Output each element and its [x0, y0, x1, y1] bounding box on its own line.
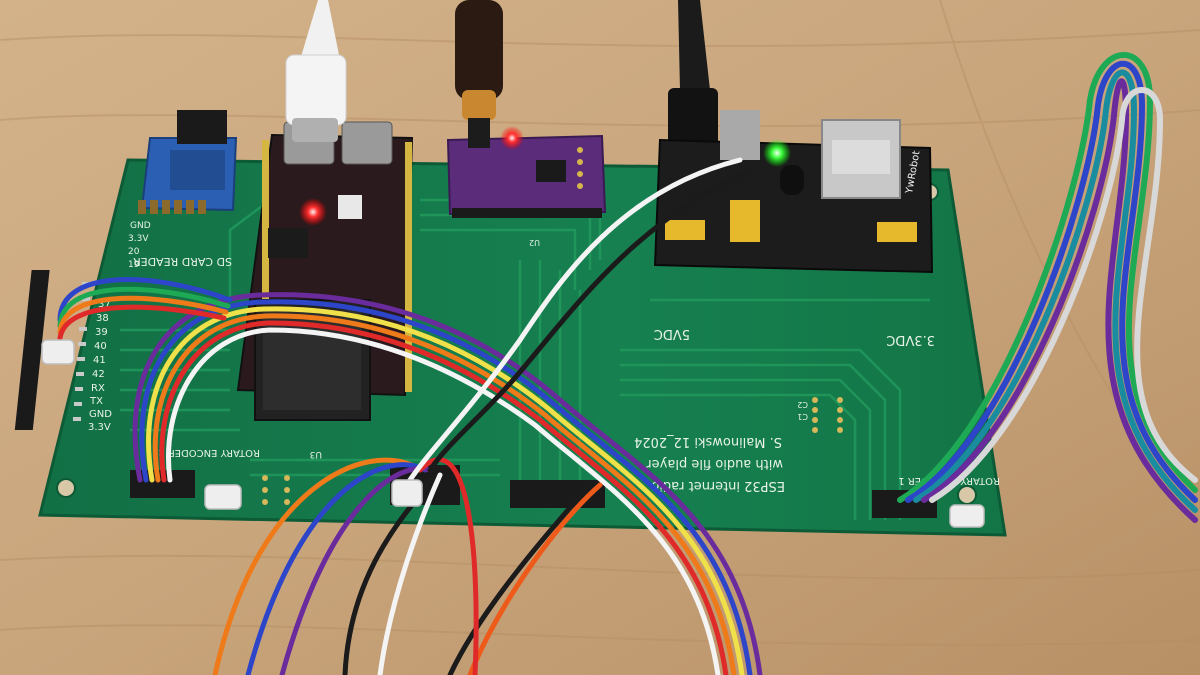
audio-dac-module [446, 134, 607, 218]
pin-label: 3.3V [88, 422, 111, 433]
left-ribbon-loop [57, 277, 233, 341]
pin-label: 37 [98, 299, 111, 310]
pin-label: 3.3V [128, 234, 149, 244]
power-green-led [763, 139, 791, 167]
pin-label: 41 [93, 355, 106, 366]
esp32-red-led [299, 198, 327, 226]
cap-label-c1: C1 [797, 412, 808, 421]
pin-label: 40 [94, 341, 107, 352]
usb-c-cable [285, 0, 347, 142]
board-title: ESP32 internet radio [651, 478, 785, 493]
wood-grain [0, 0, 1200, 646]
pin-label: 20 [128, 247, 140, 257]
pin-label: GND [89, 409, 112, 420]
solder-pads [262, 397, 843, 505]
left-pin-labels: 37 38 39 40 41 42 RX TX GND 3.3V [88, 299, 112, 433]
label-5vdc: 5VDC [654, 326, 690, 341]
pin-label: RX [91, 383, 105, 394]
rotary-encoder-left-label: ROTARY ENCODER 2 [158, 447, 260, 458]
breadboard-power-module: YwRobot [653, 110, 934, 274]
dac-red-led [500, 126, 524, 150]
audio-jack-cable [455, 0, 503, 148]
left-ribbon-cable [132, 292, 763, 675]
zip-ties [41, 339, 985, 528]
pin-label: 39 [95, 327, 108, 338]
right-ribbon-cable [897, 52, 1198, 523]
pin-label: TX [89, 396, 103, 407]
power-wires [407, 157, 753, 483]
sd-card-reader-label: SD CARD READER [133, 255, 232, 268]
mount-hole [957, 485, 977, 505]
mount-hole [56, 478, 76, 498]
pin-label: 38 [96, 313, 109, 324]
cap-label-c2: C2 [797, 400, 808, 409]
pin-label: 42 [92, 369, 105, 380]
sd-card-module [138, 110, 238, 214]
board-subtitle: with audio file player [646, 456, 783, 471]
esp32-label: U3 [310, 449, 322, 459]
esp32-board [236, 133, 414, 421]
sd-pin-labels: GND 3.3V 20 19 [128, 221, 151, 270]
board-author: S. Malinowski 12_2024 [634, 434, 782, 449]
pin-label: GND [130, 221, 151, 231]
dac-label: U2 [529, 238, 540, 247]
pin-label: 19 [128, 260, 140, 270]
label-3-3vdc: 3.3VDC [886, 332, 935, 347]
